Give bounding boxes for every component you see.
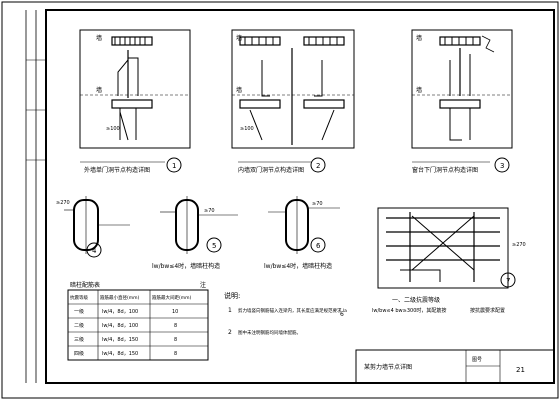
table-title: 暗柱配筋表: [70, 281, 100, 289]
th-2: 箍筋最大间距(mm): [152, 294, 192, 301]
d1-dim-note: ≥100: [106, 126, 120, 132]
td-3-2: 8: [174, 351, 177, 357]
td-3-1: lw/4，8d，150: [102, 351, 138, 357]
d2-dim-note: ≥100: [240, 126, 254, 132]
sheet-number: 21: [516, 366, 525, 374]
td-0-0: 一级: [74, 308, 84, 315]
d1-number: 1: [172, 162, 176, 170]
caption-case-c-sub: lw/bw≤4 bw≥300时，其配筋按: [372, 307, 446, 314]
inner-frame: [45, 9, 555, 384]
note-2-num: 2: [228, 329, 232, 336]
td-3-0: 四级: [74, 350, 84, 357]
detail-1: 墙 墙 ≥100 外墙单门洞节点构造详图 1: [79, 29, 191, 174]
d3-caption: 窗台下门洞节点构造详图: [412, 166, 478, 174]
d1-label-bottom: 墙: [96, 86, 102, 94]
d6-note: ≥70: [312, 201, 323, 207]
detail-7: ≥270 7 一、二级抗震等级 lw/bw≤4 bw≥300时，其配筋按 按抗震…: [372, 207, 526, 314]
d3-label-bottom: 墙: [416, 86, 422, 94]
beam-top-1: [111, 36, 153, 46]
d2-caption: 内墙双门洞节点构造详图: [238, 166, 304, 174]
rebar-table: 暗柱配筋表 注 抗震等级 箍筋最小直径(mm) 箍筋最大间距(mm) 一级 lw…: [67, 281, 209, 361]
td-0-1: lw/4，8d，100: [102, 309, 138, 315]
note-1-num: 1: [228, 307, 232, 314]
d2-number-circle: [310, 157, 326, 173]
caption-case-c-sub2: 按抗震要求配置: [470, 307, 505, 314]
detail-3: 墙 墙 窗台下门洞节点构造详图 3: [411, 29, 513, 174]
caption-case-b: lw/bw≤4时，墙暗柱构造: [264, 262, 332, 270]
d2-number: 2: [316, 162, 320, 170]
d5-note: ≥70: [204, 208, 215, 214]
drawing-title: 某剪力墙节点详图: [364, 363, 412, 371]
notes-heading: 说明:: [224, 291, 240, 300]
detail-2: 墙 墙 ≥100 内墙双门洞节点构造详图 2: [231, 29, 355, 174]
d4-number: 4: [92, 247, 97, 255]
note-2-text: 图中未注明钢筋均同墙体配筋。: [238, 329, 301, 336]
d3-number-circle: [494, 157, 510, 173]
d1-label-top: 墙: [96, 34, 102, 42]
caption-case-a: lw/bw≤4时，墙暗柱构造: [152, 262, 220, 270]
notes-aside: 6: [340, 311, 344, 318]
d3-number: 3: [500, 162, 504, 170]
d4-dim: ≥270: [56, 200, 70, 206]
td-1-0: 二级: [74, 322, 84, 329]
td-0-2: 10: [172, 309, 178, 315]
binding-strip: [25, 10, 46, 383]
notes: 说明: 1 剪力墙竖向钢筋锚入连梁内，其长度应满足规范要求 la 6 2 图中未…: [224, 291, 347, 336]
d2-label-top: 墙: [236, 34, 242, 42]
caption-case-c: 一、二级抗震等级: [392, 296, 440, 304]
td-2-1: lw/4，8d，150: [102, 337, 138, 343]
d1-number-circle: [166, 157, 182, 173]
td-2-0: 三级: [74, 336, 84, 343]
d7-number: 7: [506, 277, 510, 285]
d5-number-circle: [206, 237, 222, 253]
d4-number-circle: [86, 242, 102, 258]
d7-dim: ≥270: [512, 242, 526, 248]
note-1-text: 剪力墙竖向钢筋锚入连梁内，其长度应满足规范要求 la: [238, 307, 347, 314]
th-0: 抗震等级: [70, 294, 88, 301]
sheet-label: 图号: [472, 357, 482, 363]
th-1: 箍筋最小直径(mm): [100, 294, 140, 301]
detail-6: ≥70 6: [268, 196, 340, 254]
d6-number: 6: [316, 242, 321, 250]
d6-number-circle: [310, 237, 326, 253]
title-block: 某剪力墙节点详图 图号 21: [355, 349, 555, 384]
td-1-1: lw/4，8d，100: [102, 323, 138, 329]
detail-4: ≥270 4: [56, 196, 130, 258]
d3-label-top: 墙: [416, 34, 422, 42]
d7-number-circle: [500, 272, 516, 288]
d5-number: 5: [212, 242, 216, 250]
detail-5: ≥70 5: [160, 196, 238, 254]
table-note: 注: [200, 281, 206, 289]
td-1-2: 8: [174, 323, 177, 329]
d2-label-bottom: 墙: [236, 86, 242, 94]
td-2-2: 8: [174, 337, 177, 343]
d1-caption: 外墙单门洞节点构造详图: [84, 166, 150, 174]
